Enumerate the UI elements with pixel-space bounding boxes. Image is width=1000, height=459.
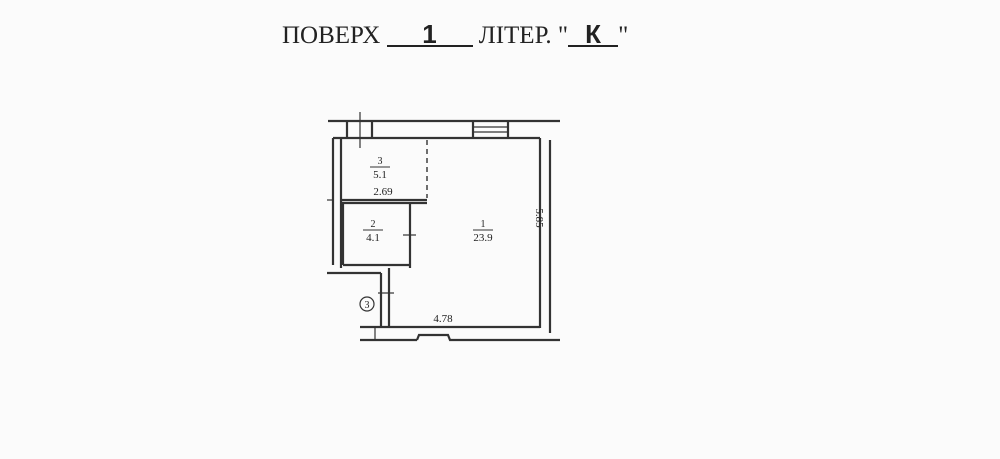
room-2-area: 4.1 (366, 232, 380, 244)
walls (327, 112, 560, 342)
room-3-area: 5.1 (373, 169, 387, 181)
quote-close: " (618, 22, 629, 49)
height-dimension: 5.85 (533, 208, 545, 228)
letter-label: ЛІТЕР. (478, 22, 552, 49)
room-1-number: 1 (481, 219, 486, 230)
entrance-marker-number: 3 (365, 300, 370, 311)
room-2-label: 2 4.1 (363, 219, 383, 244)
floor-label: ПОВЕРХ (282, 22, 381, 49)
letter-value: К (568, 21, 619, 47)
floor-letter-header: ПОВЕРХ 1 ЛІТЕР. "К" (282, 21, 629, 50)
room-1-area: 23.9 (473, 232, 493, 244)
room-3-number: 3 (378, 156, 383, 167)
room-2-number: 2 (371, 219, 376, 230)
room-3-label: 3 5.1 2.69 (370, 156, 393, 198)
width-dimension: 4.78 (433, 313, 453, 325)
entrance-marker: 3 (359, 296, 375, 312)
quote-open: " (557, 22, 569, 49)
floor-value: 1 (386, 21, 473, 47)
room-1-label: 1 23.9 (473, 219, 493, 244)
room-3-width-dimension: 2.69 (373, 186, 393, 198)
